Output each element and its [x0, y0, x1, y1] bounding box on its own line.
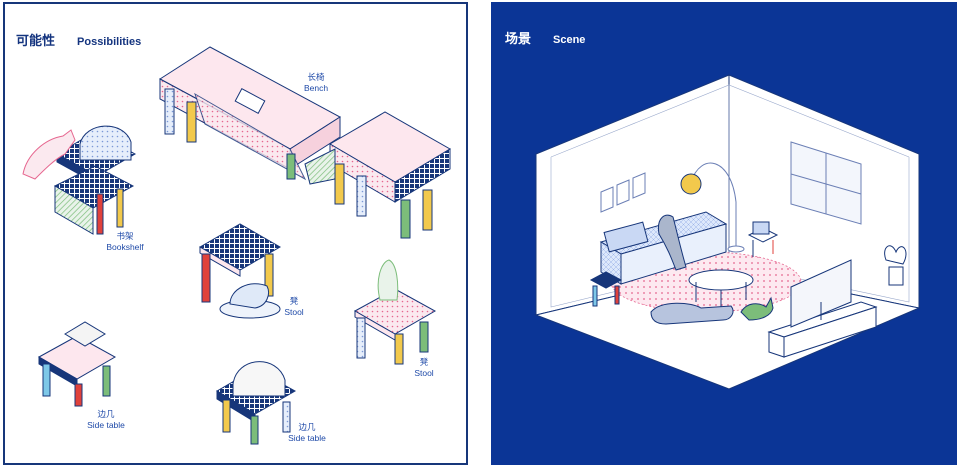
- possibilities-illustration: [22, 46, 451, 445]
- stool-by-sofa: [589, 271, 623, 307]
- bench-illustration: [159, 46, 451, 239]
- side-table-label-right: 边几 Side table: [288, 422, 326, 444]
- scene-illustration: [534, 74, 921, 390]
- side-table-right-label-en: Side table: [288, 433, 326, 443]
- room-box: [534, 74, 921, 390]
- stool-right-label-zh: 凳: [419, 357, 429, 367]
- possibilities-title-zh: 可能性: [16, 33, 56, 48]
- bench-label: 长椅 Bench: [304, 72, 328, 94]
- side-table-left-label-zh: 边几: [97, 409, 115, 419]
- possibilities-title-en: Possibilities: [77, 36, 142, 48]
- scene-title: 场景 Scene: [505, 28, 585, 48]
- side-table-with-cat: [747, 221, 779, 257]
- coffee-table: [688, 269, 754, 307]
- stool-right-label-en: Stool: [414, 368, 434, 378]
- person-on-sofa: [657, 214, 687, 271]
- stool-center-label-zh: 凳: [289, 296, 299, 306]
- wall-frames: [600, 172, 646, 213]
- bookshelf-label-en: Bookshelf: [106, 242, 144, 252]
- bookshelf-label: 书架 Bookshelf: [106, 231, 143, 253]
- bench-label-zh: 长椅: [307, 72, 325, 82]
- side-table-left-illustration: [37, 321, 117, 407]
- possibilities-title: 可能性 Possibilities: [16, 30, 141, 50]
- stool-center-label-en: Stool: [284, 307, 304, 317]
- stool-with-cat-illustration: [198, 223, 282, 319]
- floor-cat: [740, 296, 774, 321]
- stool-with-sitting-cat-illustration: [353, 259, 437, 365]
- scene-title-zh: 场景: [505, 31, 532, 46]
- side-table-right-label-zh: 边几: [298, 422, 316, 432]
- floor-lamp: [680, 162, 745, 253]
- scene-title-en: Scene: [553, 34, 586, 46]
- scene-panel: 场景 Scene: [491, 2, 957, 465]
- plant: [884, 245, 907, 286]
- possibilities-panel: 可能性 Possibilities: [3, 2, 468, 465]
- stool-label-right: 凳 Stool: [414, 357, 433, 379]
- side-table-left-label-en: Side table: [87, 420, 125, 430]
- bookshelf-label-zh: 书架: [116, 231, 134, 241]
- bookshelf-illustration: [22, 125, 137, 235]
- bench-label-en: Bench: [303, 83, 329, 93]
- person-lying: [650, 302, 734, 325]
- side-table-label-left: 边几 Side table: [87, 409, 125, 431]
- stool-label-center: 凳 Stool: [284, 296, 303, 318]
- window: [790, 141, 862, 225]
- tv-cabinet: [767, 259, 878, 358]
- side-table-right-illustration: [216, 361, 297, 445]
